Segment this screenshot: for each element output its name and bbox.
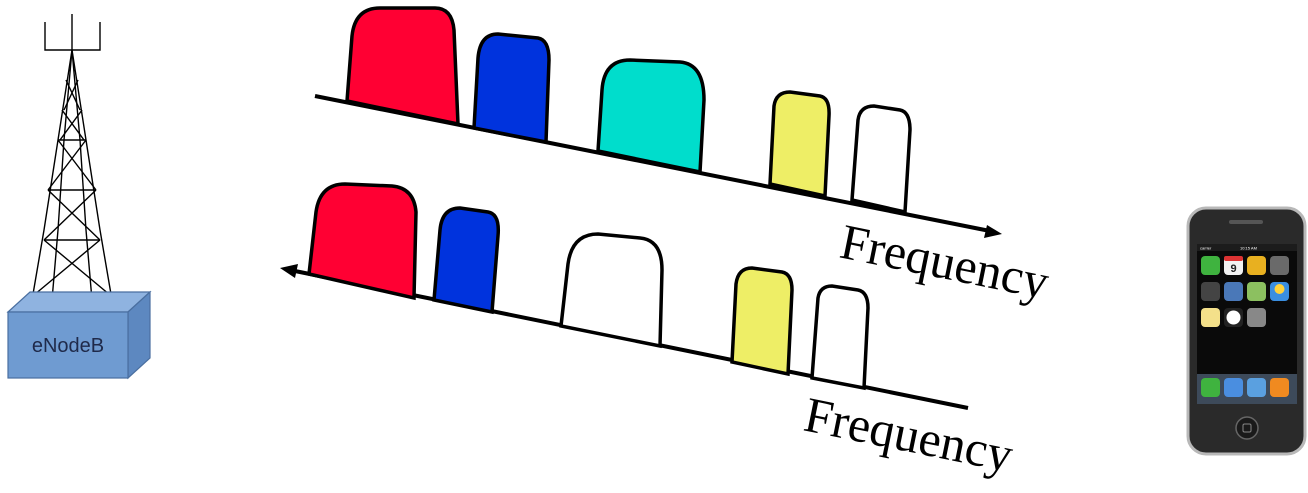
clock-face	[1227, 311, 1241, 325]
downlink-axis-label: Frequency	[800, 386, 1018, 483]
enodeb-box: eNodeB	[8, 292, 150, 378]
uplink-block-white	[852, 106, 910, 212]
uplink-axis-arrowhead	[984, 225, 1002, 238]
sms-app-icon	[1201, 256, 1220, 275]
downlink-block-white	[812, 286, 868, 388]
notes-app-icon	[1201, 308, 1220, 327]
calendar-app-header	[1224, 256, 1243, 261]
stocks-app-icon	[1224, 282, 1243, 301]
smartphone-icon: carrier 10:15 AM 9	[1188, 208, 1305, 454]
ipod-app-icon	[1270, 378, 1289, 397]
downlink-block-red	[309, 184, 416, 298]
enodeb-box-top	[8, 292, 150, 312]
calendar-date: 9	[1230, 263, 1236, 275]
home-button	[1236, 417, 1258, 439]
uplink-block-cyan	[598, 60, 704, 172]
uplink-block-yellow	[770, 92, 829, 196]
uplink-axis-label: Frequency	[836, 213, 1054, 310]
phone-carrier: carrier	[1200, 246, 1212, 251]
downlink-block-blue	[434, 208, 498, 312]
cell-tower-icon	[32, 14, 112, 300]
weather-sun	[1275, 284, 1285, 294]
uplink-block-blue	[474, 34, 549, 142]
uplink-spectrum: Frequency	[315, 8, 1054, 310]
settings-app-icon	[1247, 308, 1266, 327]
phone-time: 10:15 AM	[1240, 246, 1257, 251]
downlink-block-white-wide	[561, 234, 662, 346]
phone-speaker	[1229, 220, 1263, 224]
calculator-app-icon	[1201, 282, 1220, 301]
maps-app-icon	[1247, 282, 1266, 301]
phone-app-icon	[1201, 378, 1220, 397]
camera-app-icon	[1270, 256, 1289, 275]
downlink-block-yellow	[732, 268, 792, 374]
safari-app-icon	[1247, 378, 1266, 397]
enodeb-label: eNodeB	[32, 335, 104, 357]
photos-app-icon	[1247, 256, 1266, 275]
downlink-axis-arrowhead	[280, 264, 298, 278]
mail-app-icon	[1224, 378, 1243, 397]
